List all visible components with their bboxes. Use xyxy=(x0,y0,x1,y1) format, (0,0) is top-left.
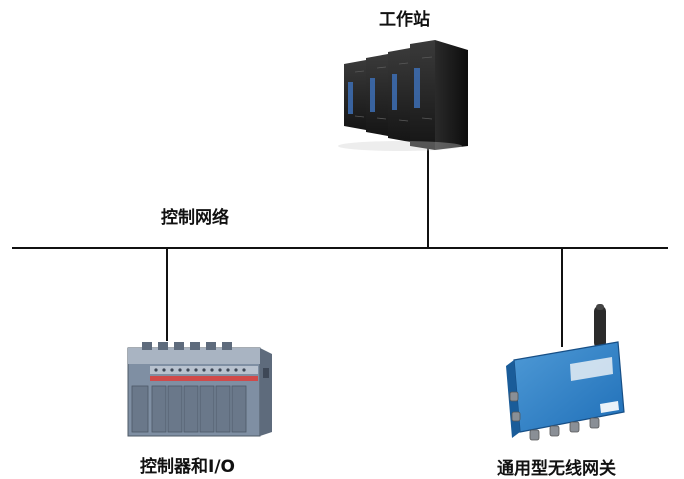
workstation-connector xyxy=(427,146,429,247)
server-rack-icon xyxy=(338,40,468,151)
wireless-gateway-label: 通用型无线网关 xyxy=(497,459,616,479)
control-network-bus xyxy=(12,247,668,249)
controller-io-label: 控制器和I/O xyxy=(140,457,235,477)
controller-connector xyxy=(166,249,168,341)
control-network-label: 控制网络 xyxy=(161,208,229,228)
controller-io-icon xyxy=(127,342,272,437)
workstation-label: 工作站 xyxy=(379,10,430,30)
gateway-connector xyxy=(561,249,563,347)
wireless-gateway-icon xyxy=(506,304,625,441)
